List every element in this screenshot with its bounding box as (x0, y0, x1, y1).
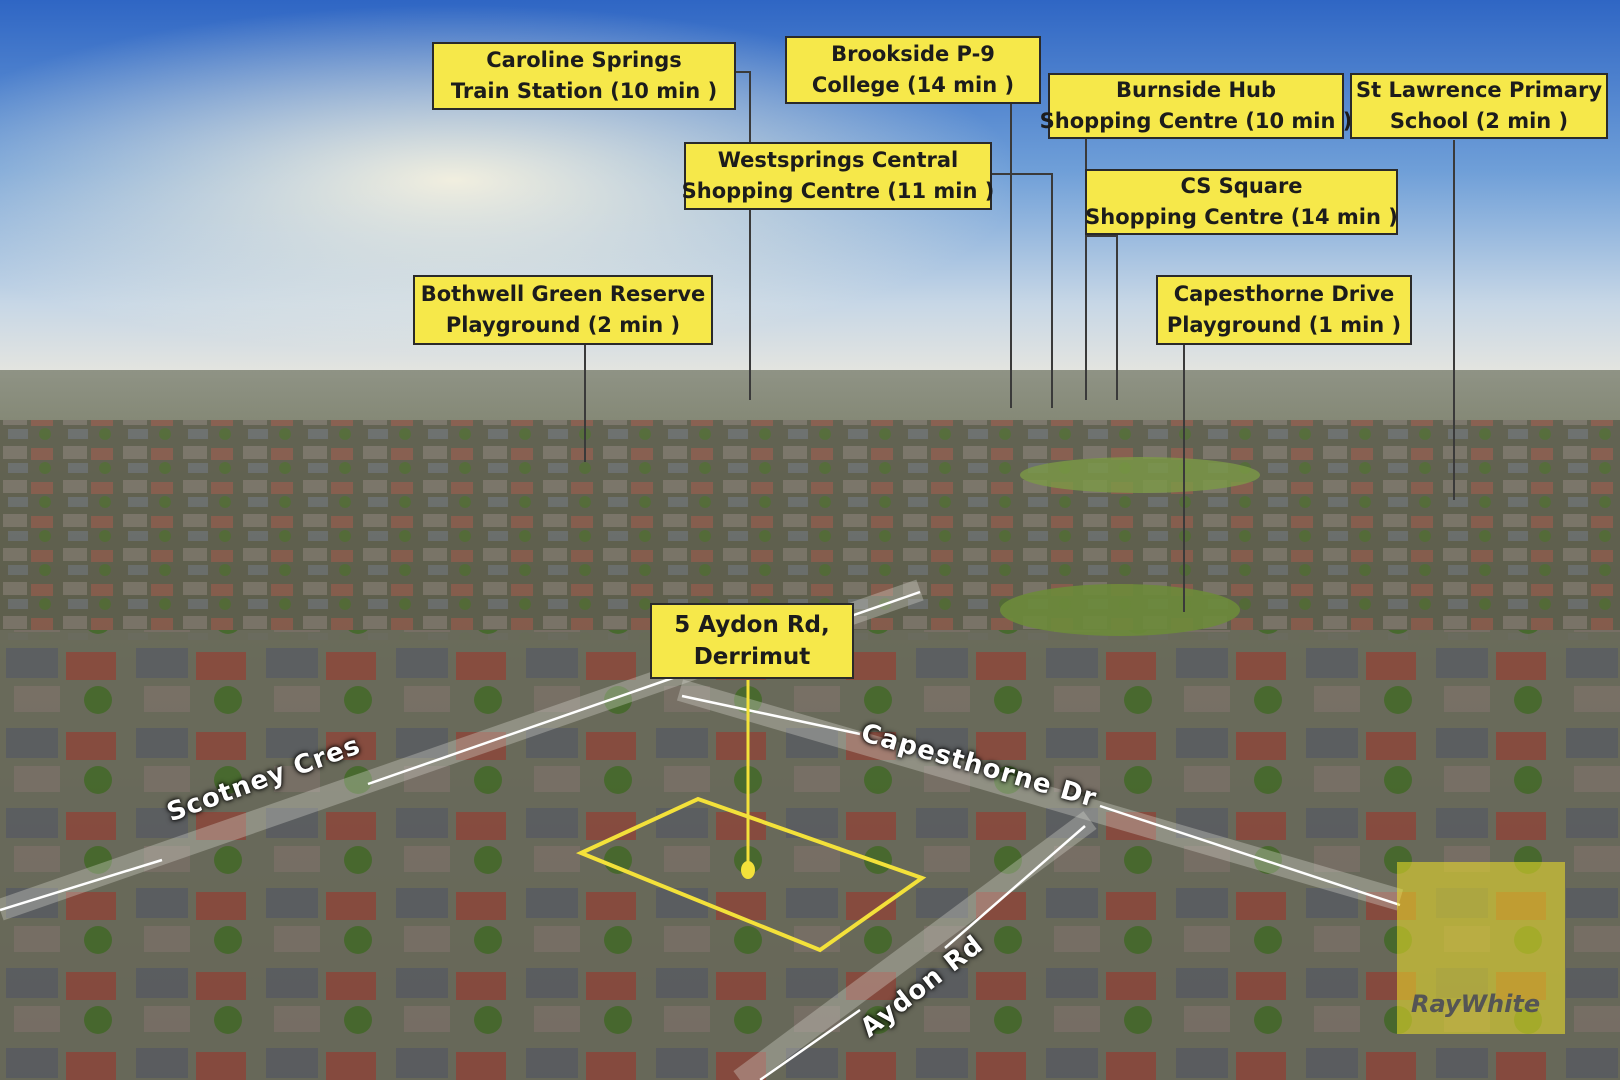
callout-burnside: Burnside Hub Shopping Centre (10 min ) (1040, 73, 1352, 139)
callout-cs-square-line1: CS Square (1180, 174, 1303, 198)
raywhite-logo: RayWhite (1411, 990, 1541, 1018)
callout-brookside-line1: Brookside P-9 (831, 42, 995, 66)
callout-bothwell: Bothwell Green Reserve Playground (2 min… (413, 275, 713, 345)
raywhite-logo-tile (1397, 862, 1565, 1034)
callout-bothwell-line1: Bothwell Green Reserve (420, 282, 706, 306)
callout-property: 5 Aydon Rd, Derrimut (650, 603, 854, 679)
callout-property-line2: Derrimut (693, 644, 811, 670)
callout-caroline-springs-line2: Train Station (10 min ) (450, 79, 718, 103)
callout-bothwell-line2: Playground (2 min ) (445, 313, 681, 337)
scotney-line-left (0, 858, 163, 912)
callout-st-lawrence-line1: St Lawrence Primary (1355, 78, 1603, 102)
callout-capesthorne-playground-line1: Capesthorne Drive (1173, 282, 1395, 306)
callout-burnside-line1: Burnside Hub (1115, 78, 1277, 102)
callout-caroline-springs: Caroline Springs Train Station (10 min ) (432, 42, 736, 110)
callout-st-lawrence-line2: School (2 min ) (1389, 109, 1569, 133)
callout-westsprings: Westsprings Central Shopping Centre (11 … (681, 142, 995, 210)
callout-capesthorne-playground-line2: Playground (1 min ) (1166, 313, 1402, 337)
callout-brookside: Brookside P-9 College (14 min ) (785, 36, 1041, 104)
callout-st-lawrence: St Lawrence Primary School (2 min ) (1350, 73, 1608, 139)
callout-westsprings-line1: Westsprings Central (717, 148, 959, 172)
capesthorne-line-left (681, 694, 861, 736)
callout-westsprings-line2: Shopping Centre (11 min ) (681, 179, 995, 203)
callout-burnside-line2: Shopping Centre (10 min ) (1039, 109, 1353, 133)
callout-brookside-line2: College (14 min ) (811, 73, 1015, 97)
callout-cs-square-line2: Shopping Centre (14 min ) (1085, 205, 1398, 229)
property-outline (575, 796, 927, 953)
capesthorne-line-right (1099, 804, 1401, 907)
callout-capesthorne-playground: Capesthorne Drive Playground (1 min ) (1156, 275, 1412, 345)
callout-property-line1: 5 Aydon Rd, (674, 612, 830, 638)
property-marker (741, 861, 755, 879)
callout-cs-square: CS Square Shopping Centre (14 min ) (1085, 169, 1398, 235)
aydon-line-right (944, 825, 1086, 949)
callout-caroline-springs-line1: Caroline Springs (486, 48, 682, 72)
aydon-line-left (759, 1008, 861, 1080)
